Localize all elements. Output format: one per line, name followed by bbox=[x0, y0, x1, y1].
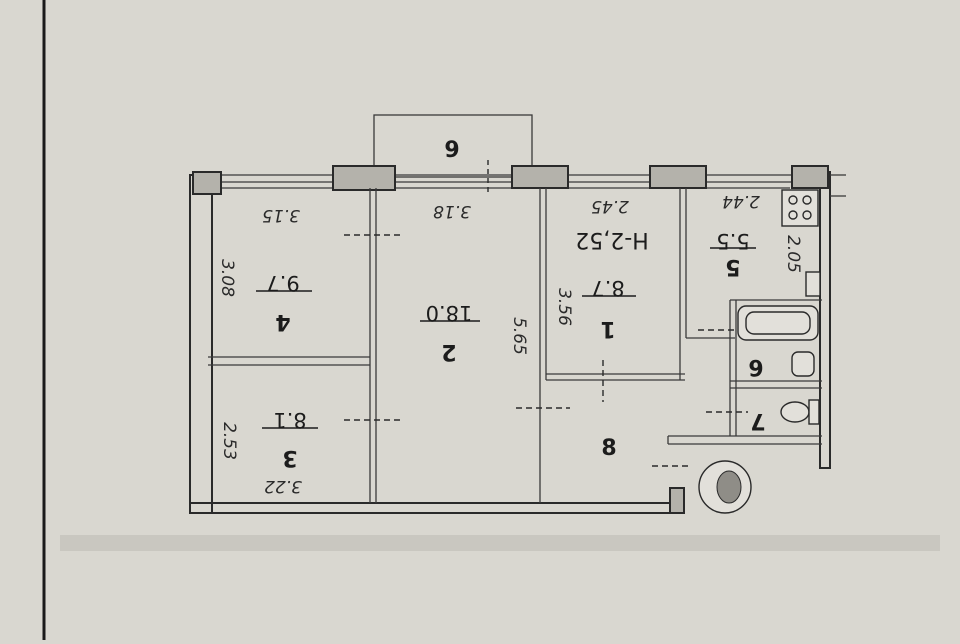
ceiling-height-label: H-2,52 bbox=[575, 227, 648, 252]
room-9-number: 9 bbox=[444, 138, 459, 163]
balcony-outline bbox=[373, 114, 533, 178]
room-1-width-dim: 2.45 bbox=[591, 196, 629, 216]
stove-icon bbox=[781, 189, 819, 227]
ventilation-shaft-icon bbox=[698, 460, 752, 514]
room-5-number: 5 bbox=[725, 254, 740, 279]
rotated-labels: 1 8.7 2 18.0 3 8.1 4 9.7 5 5.5 6 7 H-2,5… bbox=[217, 191, 803, 496]
bathtub-icon bbox=[737, 305, 819, 341]
faded-print-band bbox=[60, 535, 940, 551]
room-2-number: 2 bbox=[441, 339, 456, 364]
room-4-width-dim: 3.15 bbox=[262, 205, 300, 225]
room-3-length-dim: 2.53 bbox=[219, 422, 239, 460]
room-5-area: 5.5 bbox=[716, 229, 749, 253]
room-5-length-dim: 2.05 bbox=[783, 235, 803, 273]
room-8-number: 8 bbox=[601, 436, 616, 461]
window-piers bbox=[192, 165, 829, 514]
door-marks bbox=[344, 160, 748, 467]
room-2-width-dim: 3.18 bbox=[433, 201, 471, 221]
room-6-number: 6 bbox=[748, 354, 763, 379]
kitchen-sink-icon bbox=[805, 271, 821, 297]
room-3-number: 3 bbox=[282, 445, 297, 470]
room-1-number: 1 bbox=[600, 316, 615, 341]
room-5-width-dim: 2.44 bbox=[722, 191, 760, 211]
washbasin-icon bbox=[791, 351, 815, 377]
room-4-length-dim: 3.08 bbox=[217, 259, 237, 297]
room-7-number: 7 bbox=[750, 408, 765, 433]
room-1-length-dim: 3.56 bbox=[554, 288, 574, 326]
room-3-width-dim: 3.22 bbox=[264, 476, 302, 496]
toilet-icon bbox=[780, 399, 820, 425]
partitions bbox=[208, 188, 822, 503]
room-4-number: 4 bbox=[275, 309, 290, 334]
room-2-length-dim: 5.65 bbox=[509, 317, 529, 355]
